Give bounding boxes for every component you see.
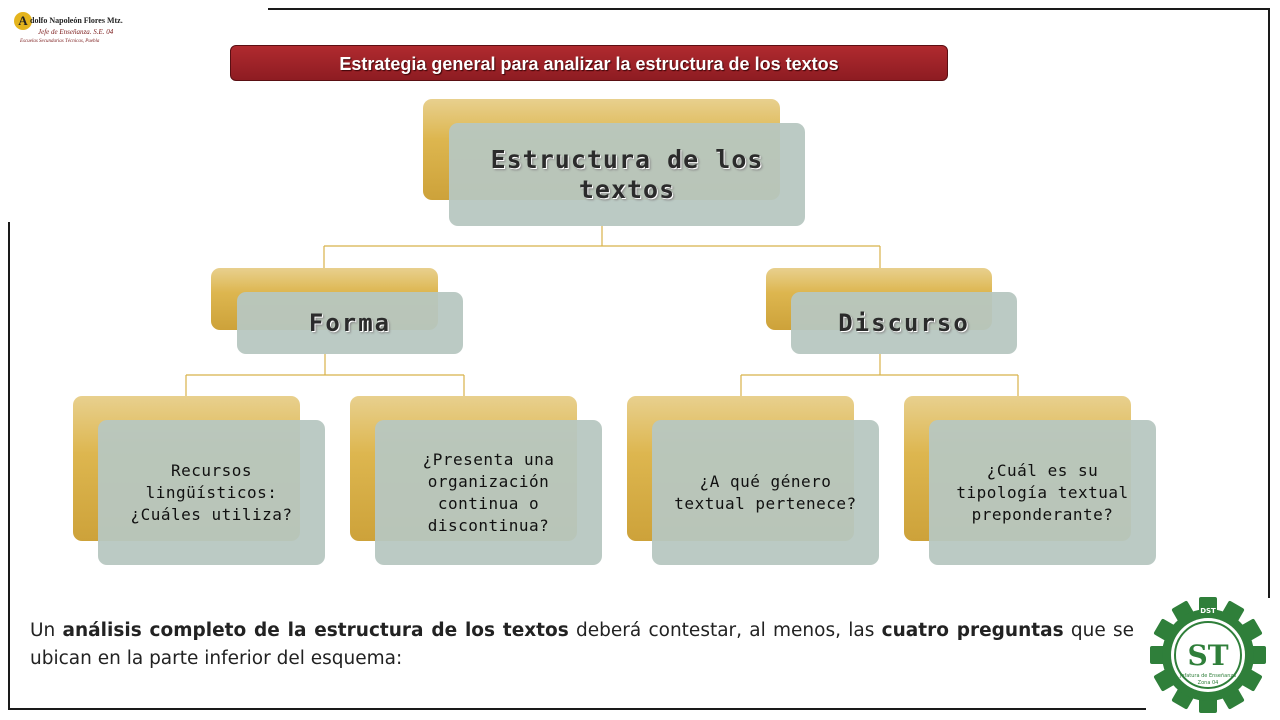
frame-right-line [1268,8,1270,598]
leaf-tipologia-textual: ¿Cuál es su tipología textual prepondera… [929,420,1156,565]
connector-root [323,226,881,268]
logo-name: dolfo Napoleón Flores Mtz. [30,16,123,25]
seal-caption-1: Jefatura de Enseñanza [1179,673,1236,679]
seal-top-text: DST [1200,607,1216,615]
para-bold-1: análisis completo de la estructura de lo… [62,620,569,641]
root-node: Estructura de los textos [449,123,805,226]
connector-discurso [740,354,1019,396]
leaf-organizacion: ¿Presenta una organización continua o di… [375,420,602,565]
explanation-paragraph: Un análisis completo de la estructura de… [30,617,1134,673]
logo-initial: A [14,12,32,30]
leaf-recursos-linguisticos: Recursos lingüísticos: ¿Cuáles utiliza? [98,420,325,565]
logo-school: Escuelas Secundarias Técnicas, Puebla [20,39,100,44]
page-title: Estrategia general para analizar la estr… [230,45,948,81]
para-text-3: que se ubican en la parte inferior del e… [30,620,1135,669]
leaf-genero-textual: ¿A qué género textual pertenece? [652,420,879,565]
frame-top-line [268,8,1270,10]
logo-role: Jefe de Enseñanza. S.E. 04 [38,28,114,36]
frame-bottom-line [8,708,1146,710]
author-logo: A dolfo Napoleón Flores Mtz. Jefe de Ens… [14,10,123,48]
forma-node: Forma [237,292,463,354]
gear-seal-logo: DST ST Jefatura de Enseñanza Zona 04 [1150,597,1266,713]
connector-forma [185,354,465,396]
discurso-node: Discurso [791,292,1017,354]
para-bold-2: cuatro preguntas [881,620,1064,641]
para-text-2: deberá contestar, al menos, las [568,620,882,641]
frame-left-line [8,222,10,710]
para-text-1: Un [30,620,63,641]
seal-caption-2: Zona 04 [1198,680,1219,686]
seal-monogram: ST [1187,639,1228,672]
